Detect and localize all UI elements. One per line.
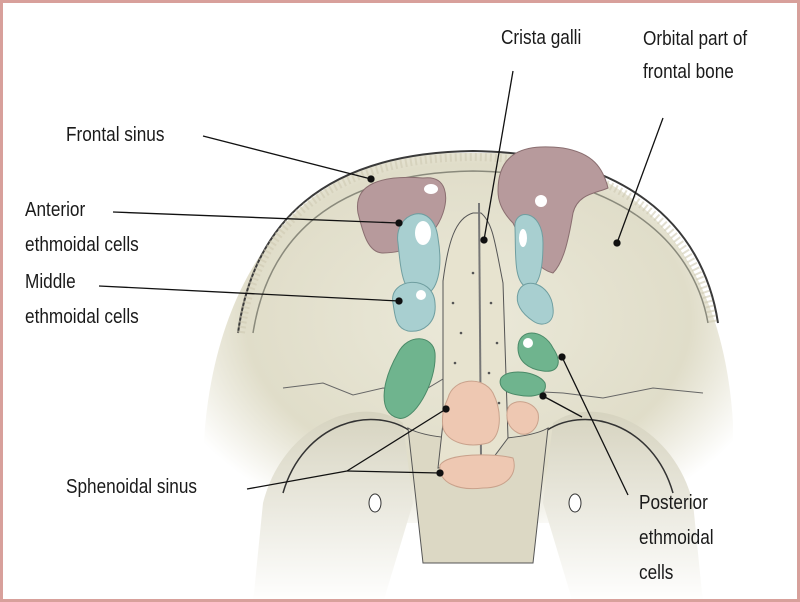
label-line: ethmoidal cells [25,234,139,256]
label-line: Orbital part of [643,28,748,50]
sphenoidal-sinus-small [506,401,539,435]
sphenoidal-sinus-upper [442,380,500,446]
middle-cranial-fossa-left [253,411,413,599]
label-sphenoidal-sinus: Sphenoidal sinus [66,476,198,498]
label-line: cells [639,562,674,584]
label-line: ethmoidal cells [25,306,139,328]
label-orbital-part-of-frontal-bone: Orbital part of frontal bone [643,23,747,89]
foramen-left [368,493,382,513]
label-line: Middle [25,271,76,293]
label-frontal-sinus: Frontal sinus [66,124,165,146]
leader-lines [98,70,664,496]
posterior-ethmoidal-cell-right-lower [499,371,546,397]
middle-ethmoidal-cell-right [516,282,554,325]
sphenoidal-sinus-lower [439,454,515,490]
skull-illustration [98,70,733,599]
label-middle-ethmoidal-cells: Middle ethmoidal cells [25,265,139,335]
label-line: frontal bone [643,61,734,83]
foramen-right [568,493,582,513]
label-anterior-ethmoidal-cells: Anterior ethmoidal cells [25,193,139,263]
label-crista-galli: Crista galli [501,27,582,49]
middle-ethmoidal-cell-left [392,281,436,332]
label-posterior-ethmoidal-cells: Posterior ethmoidal cells [639,486,714,591]
label-line: Anterior [25,199,86,221]
label-line: Posterior [639,492,708,514]
anterior-ethmoidal-cell-right [514,214,544,289]
label-line: ethmoidal [639,527,714,549]
posterior-ethmoidal-cell-left [383,338,436,419]
middle-cranial-fossa-right [543,411,703,599]
